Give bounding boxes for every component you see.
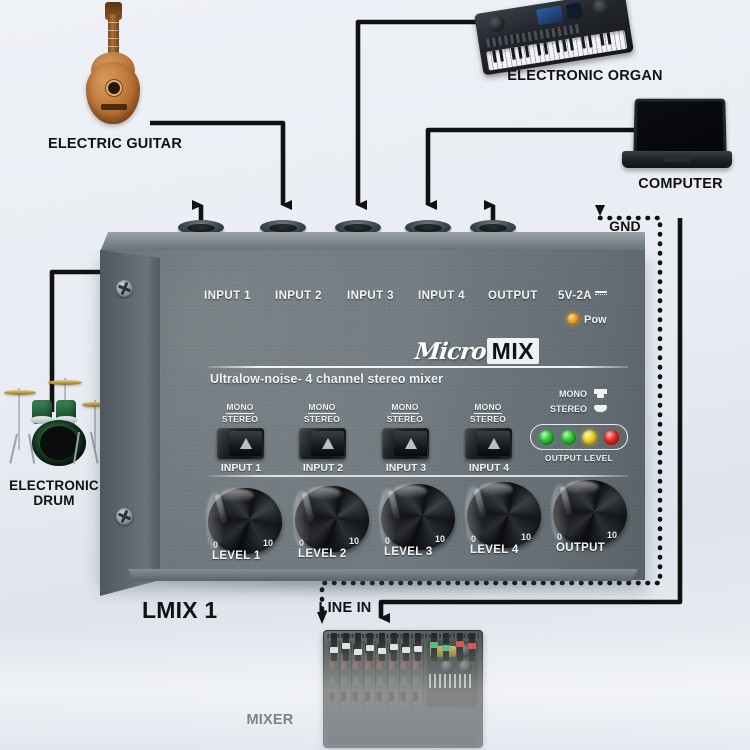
knob-max-2: 10 [349, 536, 360, 546]
power-rating-label: 5V-2A [558, 290, 607, 302]
switch-mono-label-4: MONO [474, 402, 502, 415]
port-label-input-4: INPUT 4 [418, 290, 465, 302]
screw-top-left [116, 280, 133, 297]
knob-output[interactable] [551, 480, 627, 546]
switch-triangle-icon [240, 438, 252, 449]
acoustic-guitar-icon [78, 0, 148, 130]
knob-label-level-4: LEVEL 4 [470, 544, 519, 556]
switch-stereo-label-2: STEREO [303, 414, 341, 425]
switch-triangle-icon [405, 438, 417, 449]
knob-level-3[interactable] [379, 484, 455, 550]
jack-input-2[interactable] [260, 220, 306, 235]
jack-output[interactable] [470, 220, 516, 235]
switch-mode-1: MONO STEREO [216, 402, 264, 425]
knob-level-1[interactable] [206, 488, 282, 554]
output-level-label: OUTPUT LEVEL [544, 453, 614, 463]
device-tagline: Ultralow-noise- 4 channel stereo mixer [210, 372, 444, 386]
switch-mono-label-2: MONO [308, 402, 336, 415]
switch-mono-label-3: MONO [391, 402, 419, 415]
port-label-output: OUTPUT [488, 290, 538, 302]
stereo-icon [594, 405, 607, 412]
switch-mono-label-1: MONO [226, 402, 254, 415]
switch-stereo-label-1: STEREO [221, 414, 259, 425]
device-caption: LMIX 1 [142, 597, 218, 623]
cable-gnd [319, 215, 663, 615]
label-mixer: MIXER [246, 712, 294, 728]
mixer-console-icon [323, 630, 483, 748]
knob-max-3: 10 [435, 534, 446, 544]
cable-output-run [378, 218, 683, 623]
knob-label-level-1: LEVEL 1 [212, 550, 261, 562]
knob-min-3: 0 [385, 536, 391, 546]
output-level-meter [530, 424, 628, 450]
switch-mode-3: MONO STEREO [381, 402, 429, 425]
switch-input-4[interactable] [465, 428, 512, 459]
switch-triangle-icon [488, 438, 500, 449]
switch-label-input-4: INPUT 4 [468, 462, 510, 474]
port-label-input-2: INPUT 2 [275, 290, 322, 302]
knob-max-4: 10 [521, 532, 532, 542]
switch-stereo-label-3: STEREO [386, 414, 424, 425]
cable-organ [355, 19, 492, 210]
jack-input-1[interactable] [178, 220, 224, 235]
switch-mode-4: MONO STEREO [464, 402, 512, 425]
knob-label-level-3: LEVEL 3 [384, 546, 433, 558]
label-electronic-drum: ELECTRONIC DRUM [9, 478, 99, 509]
label-gnd: GND [609, 218, 641, 234]
knob-level-2[interactable] [293, 486, 369, 552]
led-yellow [582, 429, 598, 445]
micromix-device: INPUT 1 INPUT 2 INPUT 3 INPUT 4 OUTPUT 5… [100, 220, 645, 596]
brand-logo: Micro MIX [413, 336, 540, 366]
dc-symbol-icon [594, 291, 607, 297]
switch-mode-2: MONO STEREO [298, 402, 346, 425]
knob-label-output: OUTPUT [556, 542, 606, 554]
gnd-arrow-icon [595, 205, 605, 216]
screw-bottom-left [116, 508, 133, 525]
port-label-input-1: INPUT 1 [204, 290, 251, 302]
jack-input-4[interactable] [405, 220, 451, 235]
left-side-panel [100, 250, 160, 596]
switch-label-input-3: INPUT 3 [385, 462, 427, 474]
label-electronic-organ: ELECTRONIC ORGAN [507, 68, 663, 84]
knob-level-4[interactable] [465, 482, 541, 548]
mode-legend-mono: MONO [559, 389, 587, 399]
switch-label-input-2: INPUT 2 [302, 462, 344, 474]
switch-stereo-label-4: STEREO [469, 414, 507, 425]
label-computer: COMPUTER [638, 176, 723, 192]
gnd-end-arrow-icon [317, 612, 327, 624]
brand-script-text: Micro [413, 337, 488, 365]
power-led-label: Pow [584, 314, 607, 326]
drum-kit-icon [2, 372, 106, 470]
knob-label-level-2: LEVEL 2 [298, 548, 347, 560]
mono-icon [594, 389, 607, 398]
cable-guitar [150, 120, 292, 210]
knob-min-4: 0 [471, 534, 477, 544]
port-label-input-3: INPUT 3 [347, 290, 394, 302]
switch-triangle-icon [322, 438, 334, 449]
switch-label-input-1: INPUT 1 [220, 462, 262, 474]
led-green-2 [560, 429, 576, 445]
power-led [567, 313, 579, 325]
knob-min-2: 0 [299, 538, 305, 548]
knob-max-output: 10 [607, 530, 618, 540]
laptop-icon [622, 98, 732, 180]
switch-input-3[interactable] [382, 428, 429, 459]
knob-max-1: 10 [263, 538, 274, 548]
label-electric-guitar: ELECTRIC GUITAR [47, 136, 183, 152]
label-line-in: LINE IN [318, 600, 372, 616]
led-green-1 [539, 429, 555, 445]
mode-legend-stereo: STEREO [549, 404, 587, 414]
brand-block-text: MIX [486, 338, 540, 364]
knob-min-output: 0 [557, 532, 563, 542]
switch-input-2[interactable] [299, 428, 346, 459]
knob-min-1: 0 [213, 540, 219, 550]
power-rating-text: 5V-2A [558, 290, 592, 302]
jack-input-3[interactable] [335, 220, 381, 235]
led-red [603, 429, 619, 445]
switch-input-1[interactable] [217, 428, 264, 459]
